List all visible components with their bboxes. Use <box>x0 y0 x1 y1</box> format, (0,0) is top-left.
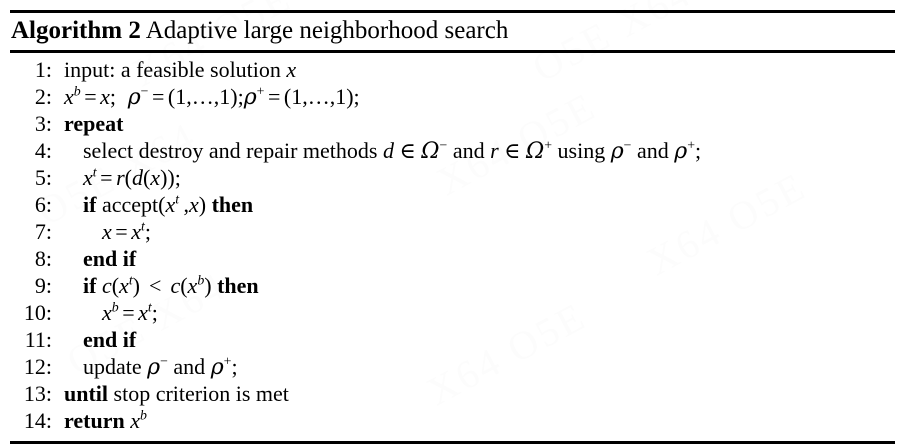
line-content: xb=x; ρ−=(1,…,1);ρ+=(1,…,1); <box>64 83 360 110</box>
algorithm-name: Algorithm 2 <box>11 17 141 44</box>
algorithm-block: Algorithm 2 Adaptive large neighborhood … <box>10 10 895 444</box>
algorithm-line: 8: end if <box>10 246 895 273</box>
line-number: 1: <box>34 57 52 82</box>
algorithm-line: 11: end if <box>10 327 895 354</box>
line-content: end if <box>83 327 137 352</box>
line-content: input: a feasible solution x <box>64 57 297 82</box>
line-number: 10: <box>23 300 52 325</box>
algorithm-line: 2: xb=x; ρ−=(1,…,1);ρ+=(1,…,1); <box>10 84 895 111</box>
header-rule <box>10 50 895 53</box>
line-content: select destroy and repair methods d ∈ Ω−… <box>83 137 702 164</box>
line-content: until stop criterion is met <box>64 381 289 406</box>
algorithm-body: 1: input: a feasible solution x 2: xb=x;… <box>10 53 895 441</box>
algorithm-line: 1: input: a feasible solution x <box>10 57 895 84</box>
line-number: 4: <box>34 138 52 163</box>
algorithm-line: 4: select destroy and repair methods d ∈… <box>10 138 895 165</box>
line-content: repeat <box>64 111 124 136</box>
line-number: 8: <box>34 246 52 271</box>
line-number: 3: <box>34 111 52 136</box>
line-content: xt=r(d(x)); <box>83 164 181 190</box>
algorithm-title: Adaptive large neighborhood search <box>145 17 509 44</box>
line-content: if accept(xt ,x) then <box>83 191 254 217</box>
line-content: update ρ− and ρ+; <box>83 353 238 380</box>
line-number: 5: <box>34 165 52 190</box>
line-content: if c(xt) < c(xb) then <box>83 272 259 298</box>
algorithm-header: Algorithm 2 Adaptive large neighborhood … <box>10 13 895 50</box>
algorithm-line: 3: repeat <box>10 111 895 138</box>
line-content: return xb <box>64 407 147 433</box>
line-number: 11: <box>24 327 52 352</box>
algorithm-line: 10: xb=xt; <box>10 300 895 327</box>
algorithm-line: 7: x=xt; <box>10 219 895 246</box>
algorithm-line: 12: update ρ− and ρ+; <box>10 354 895 381</box>
line-content: x=xt; <box>102 218 151 244</box>
algorithm-line: 9: if c(xt) < c(xb) then <box>10 273 895 300</box>
line-number: 14: <box>23 408 52 433</box>
line-number: 13: <box>23 381 52 406</box>
algorithm-line: 14: return xb <box>10 408 895 435</box>
line-number: 6: <box>34 192 52 217</box>
line-number: 12: <box>23 354 52 379</box>
line-content: end if <box>83 246 137 271</box>
line-content: xb=xt; <box>102 299 158 325</box>
algorithm-line: 6: if accept(xt ,x) then <box>10 192 895 219</box>
line-number: 9: <box>34 273 52 298</box>
algorithm-line: 5: xt=r(d(x)); <box>10 165 895 192</box>
line-number: 7: <box>34 219 52 244</box>
top-rule <box>10 10 895 13</box>
algorithm-line: 13: until stop criterion is met <box>10 381 895 408</box>
line-number: 2: <box>34 84 52 109</box>
